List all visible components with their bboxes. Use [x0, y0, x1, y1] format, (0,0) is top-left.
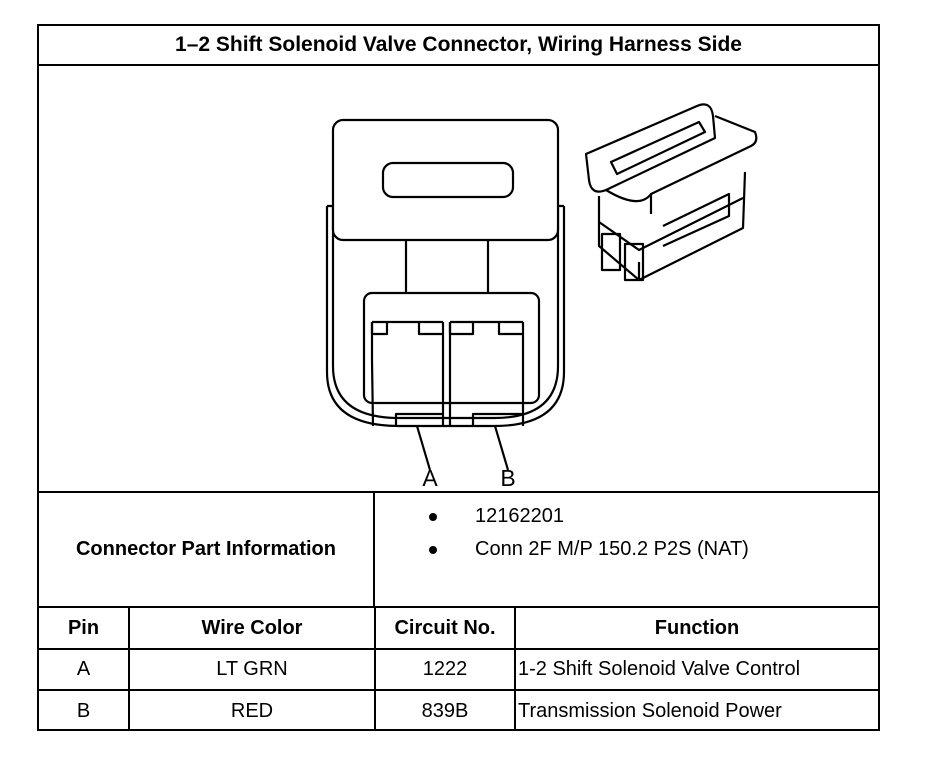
part-number-item: 12162201: [429, 505, 564, 528]
part-number: 12162201: [475, 505, 564, 527]
table-header-row: Pin Wire Color Circuit No. Function: [39, 608, 878, 650]
circuit-no-cell: 839B: [374, 689, 516, 731]
wire-color-cell: RED: [128, 689, 376, 731]
pin-a-leader: [415, 425, 432, 471]
connector-drawing: A B: [325, 103, 758, 491]
connector-sheet: 1–2 Shift Solenoid Valve Connector, Wiri…: [37, 24, 880, 731]
connector-face-view: [325, 118, 566, 428]
header-pin: Pin: [39, 608, 130, 650]
table-row: B RED 839B Transmission Solenoid Power: [39, 689, 878, 731]
connector-part-information: Connector Part Information 12162201 Conn…: [39, 491, 878, 608]
pin-cell: B: [39, 689, 130, 731]
function-cell: 1-2 Shift Solenoid Valve Control: [514, 648, 878, 691]
connector-diagram: A B: [39, 66, 878, 491]
wire-color-cell: LT GRN: [128, 648, 376, 691]
header-circuit-no: Circuit No.: [374, 608, 516, 650]
bullet-icon: [429, 512, 437, 521]
connector-isometric-view: [584, 103, 758, 282]
header-function: Function: [514, 608, 878, 650]
pin-cell: A: [39, 648, 130, 691]
pin-table: Pin Wire Color Circuit No. Function A LT…: [39, 608, 878, 731]
part-description: Conn 2F M/P 150.2 P2S (NAT): [475, 538, 749, 560]
page-title: 1–2 Shift Solenoid Valve Connector, Wiri…: [39, 26, 878, 66]
circuit-no-cell: 1222: [374, 648, 516, 691]
part-description-item: Conn 2F M/P 150.2 P2S (NAT): [429, 538, 749, 561]
connector-part-info-label: Connector Part Information: [39, 493, 375, 606]
bullet-icon: [429, 545, 437, 554]
pin-a-label: A: [422, 465, 438, 491]
header-wire-color: Wire Color: [128, 608, 376, 650]
pin-b-leader: [493, 425, 510, 471]
connector-part-info-list: 12162201 Conn 2F M/P 150.2 P2S (NAT): [375, 493, 878, 606]
pin-b-label: B: [500, 465, 515, 491]
table-row: A LT GRN 1222 1-2 Shift Solenoid Valve C…: [39, 648, 878, 691]
function-cell: Transmission Solenoid Power: [514, 689, 878, 731]
